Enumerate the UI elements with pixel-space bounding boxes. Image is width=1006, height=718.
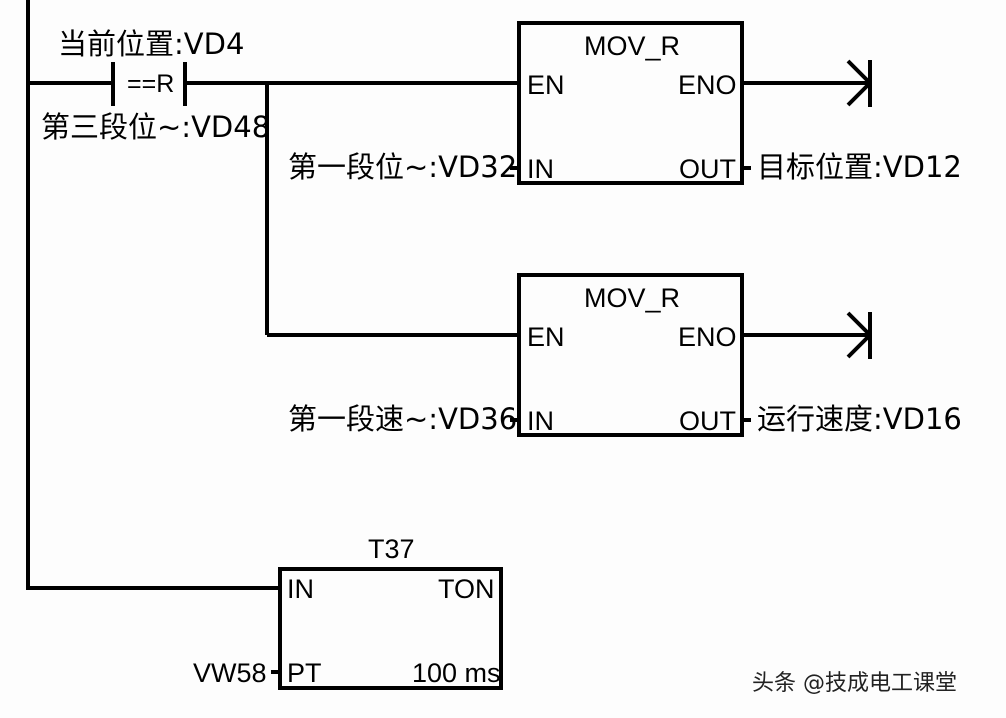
mov-r-box-1 [517, 21, 744, 185]
block-1-en-pin: EN [527, 70, 565, 100]
ton-timer-box [278, 567, 503, 690]
block-1-in-operand: 第一段位~:VD32 [288, 150, 518, 184]
block-1-title: MOV_R [584, 31, 681, 61]
block-2-title: MOV_R [584, 283, 681, 313]
block-1-eno-pin: ENO [678, 70, 737, 100]
timer-type: TON [438, 574, 495, 604]
timer-pt-pin: PT [287, 658, 322, 688]
contact-top-operand: 当前位置:VD4 [58, 27, 245, 61]
contact-operator: ==R [127, 70, 175, 98]
mov-r-box-2 [517, 273, 744, 437]
block-2-eno-pin: ENO [678, 322, 737, 352]
block-2-in-pin: IN [527, 406, 554, 436]
watermark: 头条 @技成电工课堂 [752, 671, 957, 696]
block-2-en-pin: EN [527, 322, 565, 352]
block-1-out-operand: 目标位置:VD12 [757, 150, 962, 184]
contact-bottom-operand: 第三段位~:VD48 [41, 110, 271, 144]
block-1-out-pin: OUT [679, 154, 736, 184]
timer-in-pin: IN [287, 574, 314, 604]
block-2-out-pin: OUT [679, 406, 736, 436]
timer-name: T37 [368, 534, 415, 564]
block-1-in-pin: IN [527, 154, 554, 184]
timer-pt-operand: VW58 [193, 658, 267, 688]
block-2-out-operand: 运行速度:VD16 [757, 402, 962, 436]
block-2-in-operand: 第一段速~:VD36 [288, 402, 518, 436]
timer-resolution: 100 ms [412, 658, 501, 688]
end-arrow-icon-1 [846, 59, 872, 107]
end-arrow-icon-2 [846, 311, 872, 359]
